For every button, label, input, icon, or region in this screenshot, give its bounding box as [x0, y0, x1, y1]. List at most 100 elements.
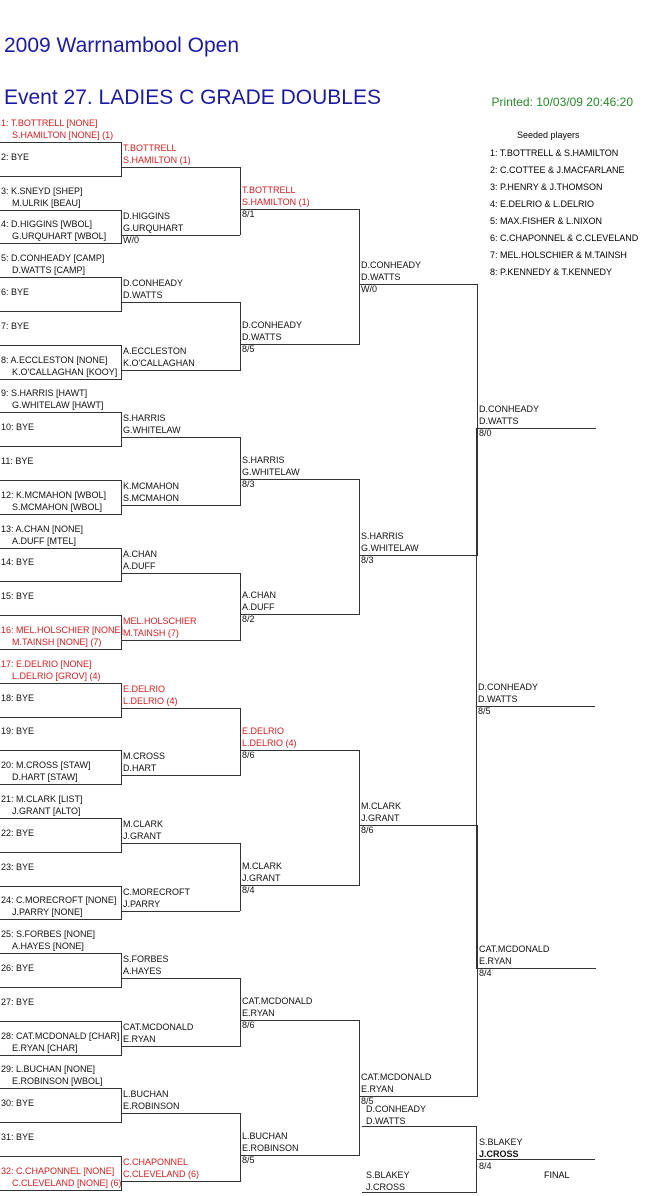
round3-team-name: A.CHAN — [242, 590, 277, 601]
round3-score: 8/2 — [242, 614, 255, 625]
round2-team-partner: J.GRANT — [123, 830, 162, 841]
bracket-line — [121, 750, 122, 786]
bracket-line — [240, 842, 241, 912]
bracket-line — [476, 427, 477, 970]
bracket-line — [240, 614, 359, 616]
round1-entry-name: 4: D.HIGGINS [WBOL] — [1, 219, 93, 230]
round1-entry-name: 18: BYE — [1, 692, 35, 703]
bracket-line — [362, 1192, 476, 1193]
bracket-line — [121, 480, 122, 515]
round3-score: 8/5 — [242, 1155, 255, 1166]
bracket-line — [0, 615, 122, 617]
bracket-line — [121, 1180, 240, 1182]
bracket-line — [121, 978, 240, 980]
round2-team-partner: A.HAYES — [123, 966, 162, 977]
bracket-line — [121, 775, 240, 777]
bracket-line — [0, 547, 122, 549]
round2-team-name: S.HARRIS — [123, 413, 166, 424]
bracket-line — [0, 1122, 122, 1124]
round2-team-partner: E.ROBINSON — [123, 1101, 180, 1112]
round2-team-name: E.DELRIO — [123, 683, 166, 694]
round3-team-partner: S.HAMILTON (1) — [242, 196, 310, 207]
bracket-line — [121, 547, 122, 583]
round4-team-name: D.CONHEADY — [361, 260, 422, 271]
bracket-line — [0, 885, 122, 887]
bracket-line — [121, 1113, 240, 1115]
round3-team-partner: G.WHITELAW — [242, 467, 300, 478]
round3-score: 8/6 — [242, 749, 255, 760]
event-title: Event 27. LADIES C GRADE DOUBLES — [4, 86, 381, 109]
round3-team-name: D.CONHEADY — [242, 319, 303, 330]
bracket-line — [240, 166, 241, 236]
bracket-line — [240, 707, 241, 777]
bracket-line — [121, 818, 122, 853]
bracket-line — [240, 884, 359, 886]
bracket-line — [0, 1156, 122, 1157]
round2-team-name: D.HIGGINS — [123, 210, 171, 221]
bracket-line — [240, 437, 241, 506]
round1-entry-name: 10: BYE — [1, 422, 35, 433]
bracket-line — [121, 885, 122, 921]
round3-team-name: CAT.MCDONALD — [242, 995, 313, 1006]
round4-team-name: M.CLARK — [361, 801, 402, 812]
round1-entry-name: 5: D.CONHEADY [CAMP] — [1, 253, 105, 264]
round2-team-partner: C.CLEVELAND (6) — [123, 1168, 200, 1179]
round4-team-name: S.HARRIS — [361, 530, 404, 541]
round1-entry-name: 23: BYE — [1, 861, 35, 872]
round1-entry-partner: L.DELRIO [GROV] (4) — [12, 670, 101, 681]
bracket-line — [121, 910, 240, 912]
bracket-line — [121, 344, 122, 380]
round2-team-name: C.MORECROFT — [123, 886, 190, 897]
round2-score: W/0 — [123, 234, 140, 245]
round1-entry-name: 20: M.CROSS [STAW] — [1, 760, 91, 771]
bracket-line — [240, 343, 359, 345]
round1-entry-partner: K.O'CALLAGHAN [KOOY] — [12, 366, 118, 377]
seed-item: 2: C.COTTEE & J.MACFARLANE — [490, 165, 625, 175]
round2-team-name: A.ECCLESTON — [123, 345, 187, 356]
round1-entry-name: 30: BYE — [1, 1098, 35, 1109]
bracket-line — [240, 479, 359, 481]
seed-item: 3: P.HENRY & J.THOMSON — [490, 182, 603, 192]
bracket-line — [0, 142, 122, 143]
bracket-line — [0, 581, 122, 583]
bracket-line — [0, 243, 122, 245]
round1-entry-name: 6: BYE — [1, 287, 30, 297]
bracket-line — [0, 919, 122, 921]
final-team2-name: S.BLAKEY — [366, 1170, 410, 1180]
round3-team-name: M.CLARK — [242, 860, 283, 871]
round4-team-partner: D.WATTS — [361, 272, 401, 283]
round4-score: 8/6 — [361, 825, 374, 836]
round2-team-partner: G.WHITELAW — [123, 425, 181, 436]
round1-entry-name: 17: E.DELRIO [NONE] — [1, 658, 92, 669]
round5-team-partner: E.RYAN — [479, 956, 512, 967]
bracket-line — [359, 749, 360, 886]
seed-item: 8: P.KENNEDY & T.KENNEDY — [490, 267, 613, 277]
bracket-line — [121, 707, 240, 709]
bracket-line — [121, 234, 240, 236]
round1-entry-name: 19: BYE — [1, 726, 35, 737]
bracket-line — [121, 615, 122, 650]
round1-entry-partner: S.MCMAHON [WBOL] — [12, 501, 103, 512]
round5-score: 8/4 — [479, 968, 492, 979]
round2-team-partner: S.HAMILTON (1) — [123, 154, 191, 165]
seeded-players-heading: Seeded players — [517, 130, 580, 140]
bracket-line — [121, 302, 240, 304]
round3-team-name: L.BUCHAN — [242, 1131, 288, 1142]
round1-entry-name: 14: BYE — [1, 557, 35, 568]
round1-entry-partner: E.RYAN [CHAR] — [12, 1042, 78, 1053]
round1-entry-name: 27: BYE — [1, 996, 35, 1007]
bracket-line — [121, 572, 240, 574]
bracket-line — [476, 705, 595, 707]
round1-entry-partner: G.WHITELAW [HAWT] — [12, 400, 104, 411]
round1-entry-name: 31: BYE — [1, 1132, 35, 1142]
round1-entry-name: 13: A.CHAN [NONE] — [1, 523, 84, 534]
final-winner-partner: J.CROSS — [479, 1149, 519, 1159]
round4-team-name: CAT.MCDONALD — [361, 1071, 432, 1082]
round1-entry-name: 24: C.MORECROFT [NONE] — [1, 895, 117, 906]
final-label: FINAL — [544, 1170, 570, 1180]
bracket-line — [359, 284, 478, 286]
bracket-line — [240, 208, 359, 210]
seed-item: 6: C.CHAPONNEL & C.CLEVELAND — [490, 233, 639, 243]
bracket-line — [0, 784, 122, 786]
